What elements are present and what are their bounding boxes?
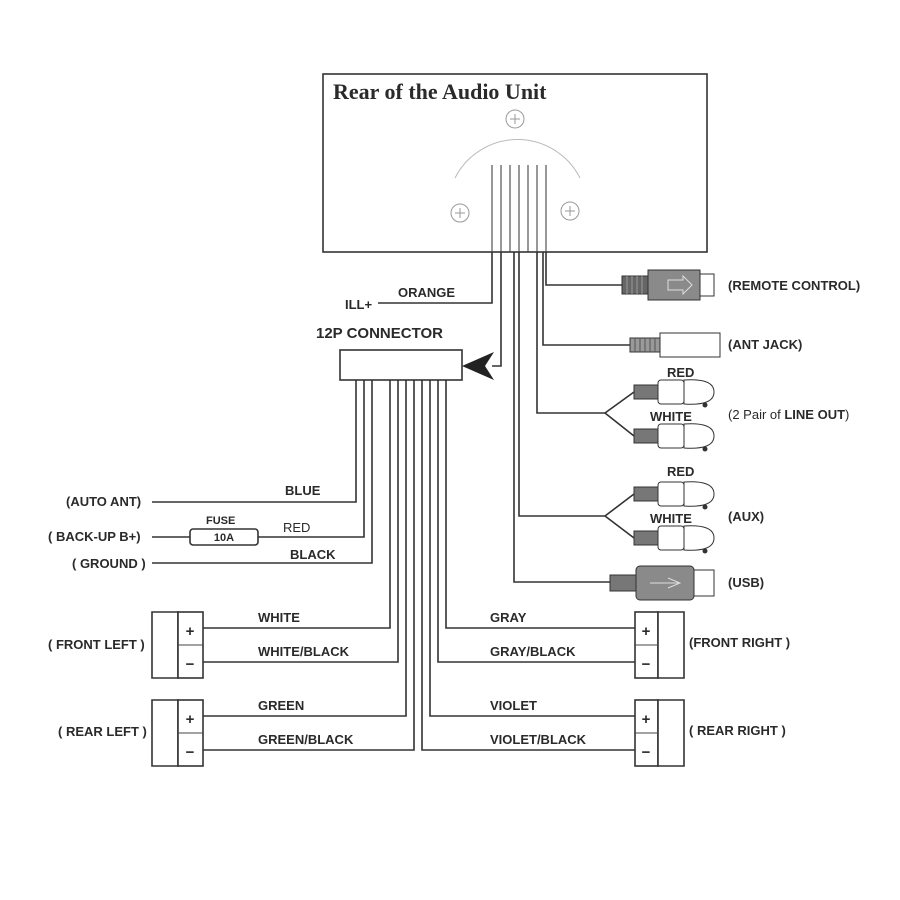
rear-right-minus-wire: VIOLET/BLACK [490,732,587,747]
ant-jack-label: (ANT JACK) [728,337,802,352]
backup-label: ( BACK-UP B+) [48,529,141,544]
front-left-label: ( FRONT LEFT ) [48,637,145,652]
minus-sign: − [186,744,195,761]
plus-sign: + [642,711,651,728]
front-left-minus-wire: WHITE/BLACK [258,644,350,659]
audio-unit: Rear of the Audio Unit [322,73,708,253]
audio-unit-box [322,73,708,253]
ground-wire-color: BLACK [290,547,336,562]
line-out-red: RED [667,365,694,380]
ill-wire-color: ORANGE [398,285,455,300]
speaker-rear-right: + − ( REAR RIGHT ) [634,699,786,767]
antenna-jack-icon [629,332,721,358]
front-right-plus-wire: GRAY [490,610,527,625]
rca-plug-icon [633,481,715,510]
rear-right-plus-wire: VIOLET [490,698,537,713]
fuse-icon [189,528,259,546]
left-wires: (AUTO ANT) BLUE 10A FUSE ( BACK-UP B+) R… [48,380,415,751]
minus-sign: − [186,656,195,673]
aux-red: RED [667,464,694,479]
aux-label: (AUX) [728,509,764,524]
minus-sign: − [642,656,651,673]
ill-label: ILL+ [345,297,372,312]
remote-control-label: (REMOTE CONTROL) [728,278,860,293]
front-left-plus-wire: WHITE [258,610,300,625]
front-right-minus-wire: GRAY/BLACK [490,644,576,659]
rear-left-label: ( REAR LEFT ) [58,724,147,739]
arrow-icon [462,352,494,380]
rear-left-plus-wire: GREEN [258,698,304,713]
plus-sign: + [186,711,195,728]
right-speaker-wires: GRAY GRAY/BLACK VIOLET VIOLET/BLACK [421,380,635,751]
speaker-rear-left: + − ( REAR LEFT ) [58,699,204,767]
plus-sign: + [186,623,195,640]
usb-label: (USB) [728,575,764,590]
aux-white: WHITE [650,511,692,526]
fuse-label: FUSE [206,515,235,527]
connector-12p: 12P CONNECTOR [316,252,502,381]
screw-hole-icon [560,201,580,221]
screw-hole-icon [505,109,525,129]
auto-ant-label: (AUTO ANT) [66,494,141,509]
line-out-white: WHITE [650,409,692,424]
line-out-label: (2 Pair of LINE OUT) [728,407,849,422]
rca-plug-icon [633,525,715,554]
connector-box [339,349,463,381]
backup-wire-color: RED [283,520,310,535]
plus-sign: + [642,623,651,640]
rca-plug-icon [633,379,715,408]
connector-title: 12P CONNECTOR [316,325,443,342]
screw-hole-icon [450,203,470,223]
wire-bundle [491,165,547,252]
usb-plug-icon [609,565,715,601]
auto-ant-wire-color: BLUE [285,483,321,498]
mount-arc [454,139,581,179]
rca-plug-icon [633,423,715,452]
minus-sign: − [642,744,651,761]
audio-unit-title: Rear of the Audio Unit [333,79,547,104]
fuse-rating: 10A [214,532,234,544]
rear-right-label: ( REAR RIGHT ) [689,723,786,738]
speaker-front-right: + − (FRONT RIGHT ) [634,611,790,679]
rear-left-minus-wire: GREEN/BLACK [258,732,354,747]
right-outputs: (REMOTE CONTROL) (ANT JACK) RED WHITE (2… [513,252,860,601]
front-right-label: (FRONT RIGHT ) [689,635,790,650]
remote-control-plug-icon [621,269,715,301]
speaker-front-left: + − ( FRONT LEFT ) [48,611,204,679]
ill-wire: ILL+ ORANGE [345,252,493,312]
ground-label: ( GROUND ) [72,556,146,571]
